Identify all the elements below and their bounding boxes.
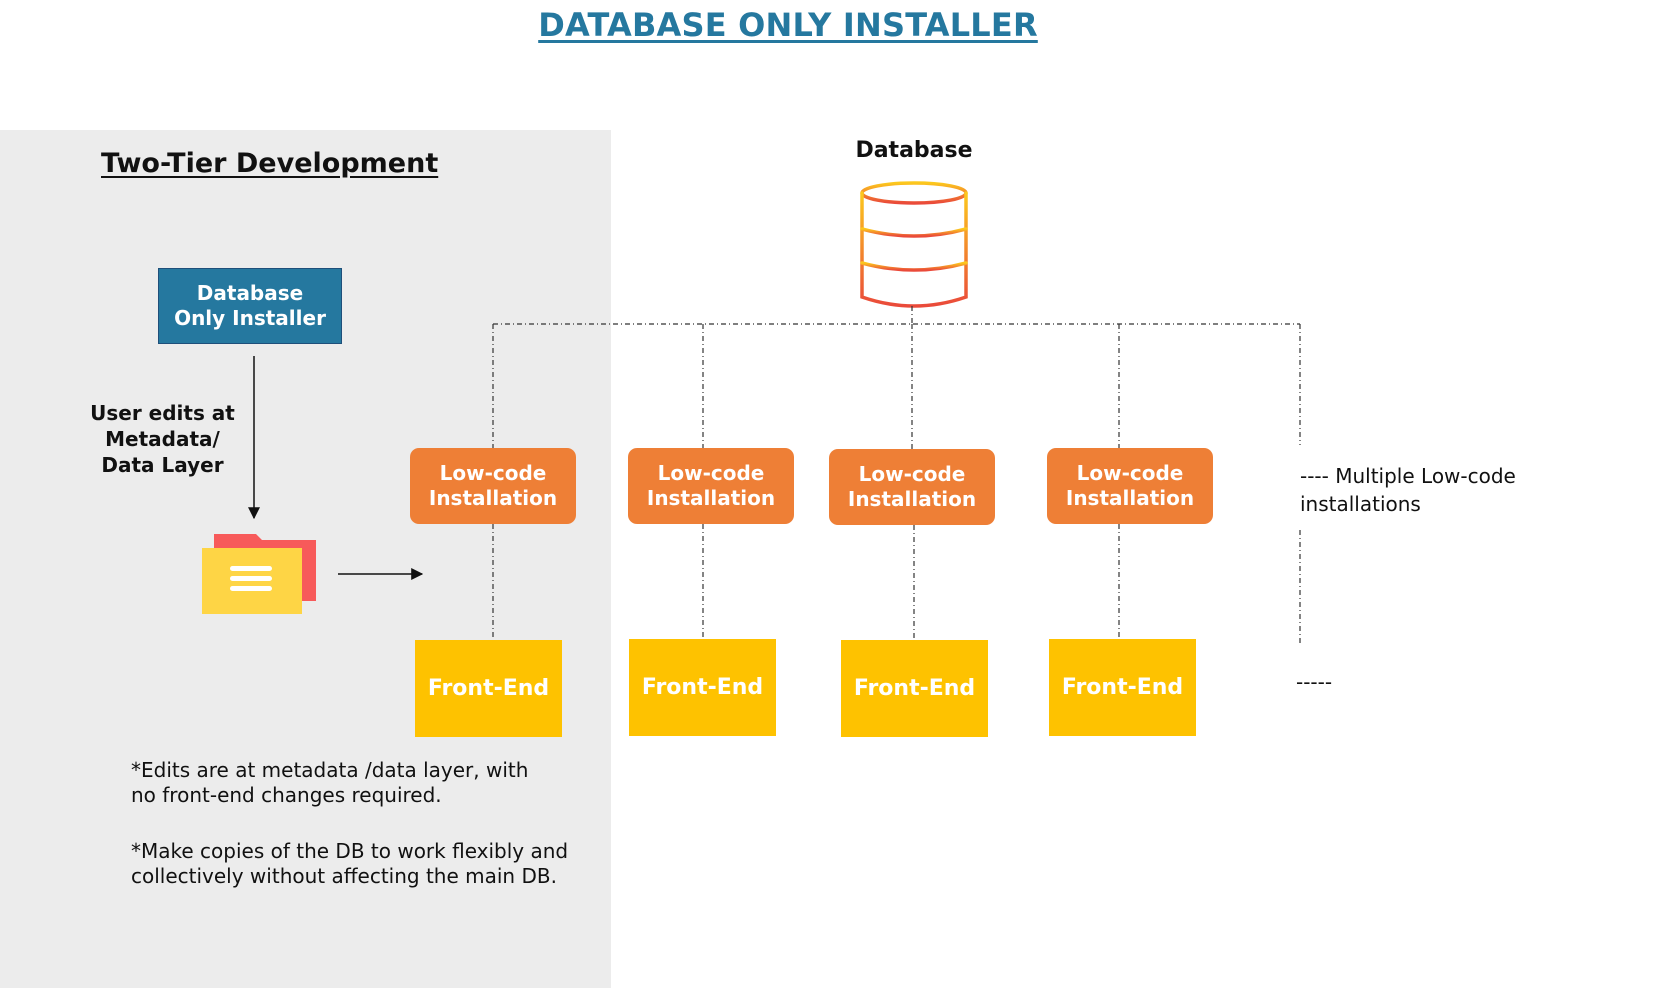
- database-label: Database: [855, 138, 973, 163]
- footnote-copies: *Make copies of the DB to work flexibly …: [131, 839, 568, 889]
- front-end-box: Front-End: [1049, 639, 1196, 736]
- edit-label-line-2: Metadata/: [105, 427, 220, 451]
- front-end-box: Front-End: [415, 640, 562, 737]
- footnote-line: no front-end changes required.: [131, 783, 442, 807]
- database-only-installer-box: Database Only Installer: [158, 268, 342, 344]
- installer-label-line-2: Only Installer: [174, 306, 326, 330]
- lowcode-installation-box: Low-code Installation: [628, 448, 794, 524]
- panel-title: Two-Tier Development: [101, 148, 439, 179]
- lowcode-installation-box: Low-code Installation: [829, 449, 995, 525]
- footnote-line: collectively without affecting the main …: [131, 864, 557, 888]
- lowcode-label-line-1: Low-code: [1076, 461, 1184, 485]
- front-end-box: Front-End: [841, 640, 988, 737]
- multiple-note-line-2: installations: [1300, 492, 1421, 516]
- lowcode-installation-box: Low-code Installation: [410, 448, 576, 524]
- lowcode-label-line-1: Low-code: [439, 461, 547, 485]
- lowcode-label-line-1: Low-code: [657, 461, 765, 485]
- trailing-dashes: -----: [1296, 670, 1333, 694]
- lowcode-label-line-2: Installation: [646, 486, 776, 510]
- edit-label-line-1: User edits at: [90, 401, 235, 425]
- multiple-installations-note: ---- Multiple Low-code installations: [1300, 462, 1516, 518]
- footnote-line: *Make copies of the DB to work flexibly …: [131, 839, 569, 863]
- edit-label-line-3: Data Layer: [101, 453, 224, 477]
- footnote-line: *Edits are at metadata /data layer, with: [131, 758, 529, 782]
- multiple-note-line-1: ---- Multiple Low-code: [1300, 464, 1516, 488]
- front-end-box: Front-End: [629, 639, 776, 736]
- page-title: DATABASE ONLY INSTALLER: [538, 6, 1038, 44]
- user-edits-label: User edits at Metadata/ Data Layer: [80, 400, 245, 478]
- lowcode-label-line-2: Installation: [847, 487, 977, 511]
- footnote-edits: *Edits are at metadata /data layer, with…: [131, 758, 528, 808]
- database-icon: [860, 181, 968, 308]
- lowcode-label-line-2: Installation: [428, 486, 558, 510]
- lowcode-label-line-2: Installation: [1065, 486, 1195, 510]
- lowcode-label-line-1: Low-code: [858, 462, 966, 486]
- lowcode-installation-box: Low-code Installation: [1047, 448, 1213, 524]
- installer-label-line-1: Database: [196, 281, 304, 305]
